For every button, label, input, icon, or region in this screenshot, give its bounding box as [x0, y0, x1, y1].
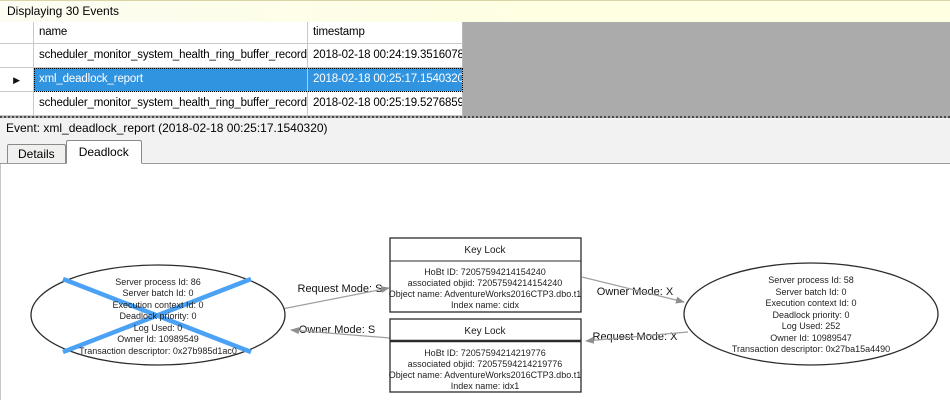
- process-detail-line: Server batch Id: 0: [122, 288, 193, 298]
- events-table: name timestamp scheduler_monitor_system_…: [0, 22, 463, 116]
- event-name-cell[interactable]: scheduler_monitor_system_health_ring_buf…: [34, 92, 308, 116]
- process-detail-line: Deadlock priority: 0: [119, 311, 196, 321]
- event-row[interactable]: scheduler_monitor_system_health_ring_buf…: [0, 92, 463, 116]
- process-detail-line: Owner Id: 10989549: [117, 334, 199, 344]
- edge-label-owner-s: Owner Mode: S: [299, 324, 375, 336]
- process-detail-line: Transaction descriptor: 0x27b985d1ac0: [79, 346, 237, 356]
- event-name-cell[interactable]: scheduler_monitor_system_health_ring_buf…: [34, 44, 308, 68]
- table-header-row: name timestamp: [0, 22, 463, 44]
- process-detail-line: Server process Id: 58: [768, 275, 854, 285]
- event-row-selected[interactable]: ▶ xml_deadlock_report 2018-02-18 00:25:1…: [0, 68, 463, 92]
- events-count-label: Displaying 30 Events: [7, 4, 120, 18]
- resource-node-key-lock-idx1[interactable]: Key Lock HoBt ID: 72057594214219776 asso…: [389, 318, 582, 393]
- process-detail-line: Owner Id: 10989547: [770, 333, 852, 343]
- edge-owner-s-arrow: [290, 327, 391, 339]
- resource-title: Key Lock: [464, 326, 506, 337]
- process-node[interactable]: Server process Id: 58 Server batch Id: 0…: [683, 262, 939, 366]
- resource-detail-line: Object name: AdventureWorks2016CTP3.dbo.…: [389, 289, 581, 299]
- event-name-cell[interactable]: xml_deadlock_report: [34, 68, 308, 92]
- resource-node-key-lock-cidx[interactable]: Key Lock HoBt ID: 72057594214154240 asso…: [389, 237, 582, 313]
- row-selector-cell[interactable]: [0, 92, 34, 116]
- process-detail-line: Server process Id: 86: [115, 277, 201, 287]
- tab-strip: Details Deadlock: [0, 139, 950, 164]
- row-selector-cell[interactable]: ▶: [0, 68, 34, 92]
- edge-owner-x-arrow: [581, 276, 685, 304]
- resource-detail-line: associated objid: 72057594214219776: [408, 359, 563, 369]
- event-timestamp-cell[interactable]: 2018-02-18 00:25:19.5276859: [308, 92, 463, 116]
- process-detail-line: Log Used: 252: [782, 321, 841, 331]
- row-selector-cell[interactable]: [0, 44, 34, 68]
- resource-detail-line: HoBt ID: 72057594214154240: [424, 267, 546, 277]
- row-selector-header-cell[interactable]: [0, 22, 34, 44]
- process-detail-line: Execution context Id: 0: [112, 300, 203, 310]
- event-row[interactable]: scheduler_monitor_system_health_ring_buf…: [0, 44, 463, 68]
- process-detail-line: Log Used: 0: [134, 323, 183, 333]
- tab-details[interactable]: Details: [7, 144, 66, 163]
- events-count-bar: Displaying 30 Events: [0, 0, 950, 22]
- process-detail-line: Deadlock priority: 0: [772, 310, 849, 320]
- deadlock-graph-pane: Request Mode: S Owner Mode: S Owner Mode…: [0, 164, 950, 400]
- resource-detail-line: HoBt ID: 72057594214219776: [424, 348, 546, 358]
- current-row-arrow-icon: ▶: [13, 75, 20, 85]
- resource-detail-line: Object name: AdventureWorks2016CTP3.dbo.…: [389, 370, 581, 380]
- process-detail-line: Server batch Id: 0: [775, 287, 846, 297]
- resource-detail-line: Index name: idx1: [451, 381, 520, 391]
- edge-request-x-arrow: [585, 331, 689, 344]
- event-timestamp-cell[interactable]: 2018-02-18 00:25:17.1540320: [308, 68, 463, 92]
- event-summary-label: Event: xml_deadlock_report (2018-02-18 0…: [6, 121, 328, 135]
- edge-label-request-s: Request Mode: S: [298, 283, 383, 295]
- edge-request-s-arrow: [281, 286, 390, 310]
- event-summary: Event: xml_deadlock_report (2018-02-18 0…: [0, 118, 950, 139]
- process-node-victim[interactable]: Server process Id: 86 Server batch Id: 0…: [30, 264, 286, 366]
- process-detail-line: Transaction descriptor: 0x27ba15a4490: [732, 344, 890, 354]
- column-header-name[interactable]: name: [34, 22, 308, 44]
- process-detail-line: Execution context Id: 0: [765, 298, 856, 308]
- deadlock-graph: Request Mode: S Owner Mode: S Owner Mode…: [30, 237, 939, 393]
- resource-detail-line: Index name: cidx: [451, 300, 520, 310]
- resource-title: Key Lock: [464, 245, 506, 256]
- victim-cross-icon: [62, 276, 252, 355]
- event-timestamp-cell[interactable]: 2018-02-18 00:24:19.3516078: [308, 44, 463, 68]
- resource-detail-line: associated objid: 72057594214154240: [408, 278, 563, 288]
- column-header-timestamp[interactable]: timestamp: [308, 22, 463, 44]
- events-grid: name timestamp scheduler_monitor_system_…: [0, 22, 950, 118]
- tab-deadlock[interactable]: Deadlock: [65, 140, 142, 164]
